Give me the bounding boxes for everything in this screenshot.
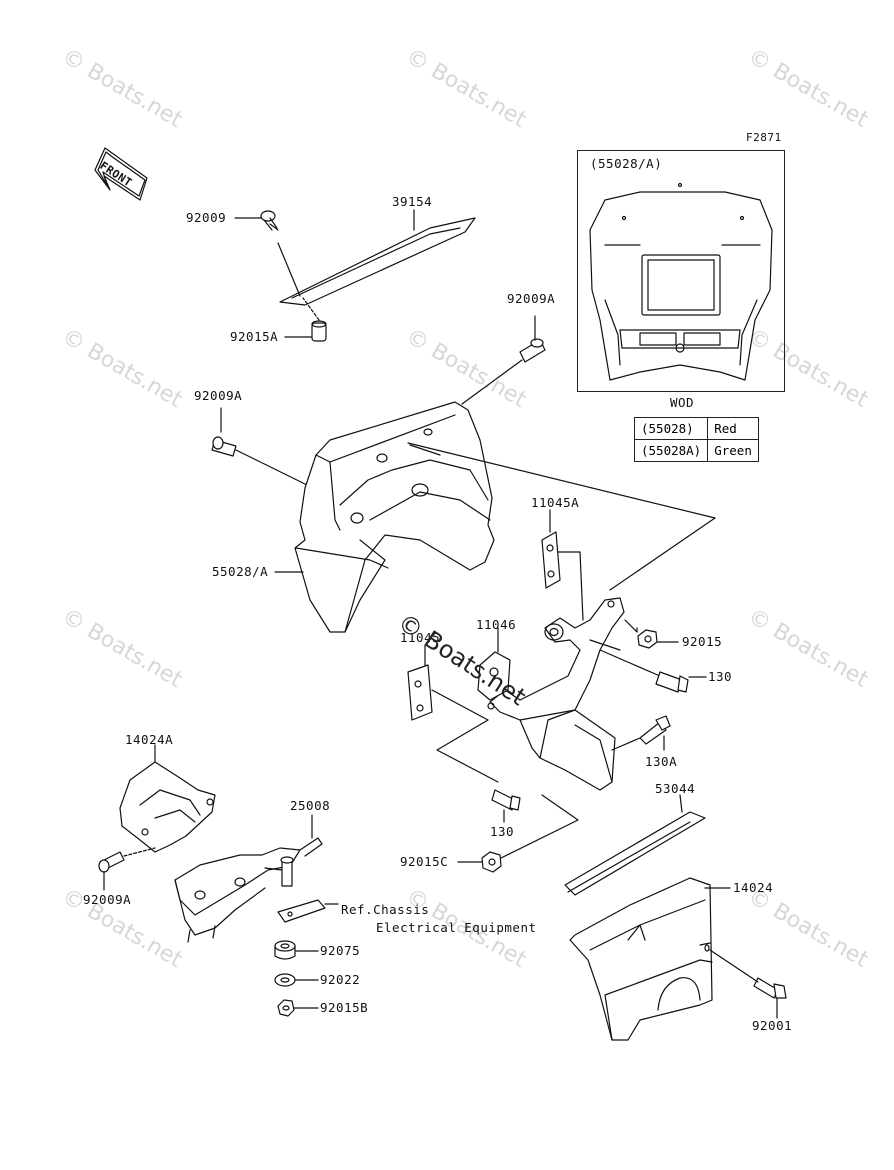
- label-14024A: 14024A: [125, 732, 174, 747]
- bolt-92001: [753, 977, 787, 999]
- label-92009A-left: 92009A: [194, 388, 243, 403]
- stay-frame: [487, 597, 625, 791]
- inset-caption: WOD: [670, 395, 695, 410]
- strip-53044: [564, 811, 706, 896]
- label-92009: 92009: [186, 210, 227, 225]
- ref-chassis-label: Ref.Chassis: [341, 902, 430, 917]
- label-92015C: 92015C: [400, 854, 449, 869]
- label-92075: 92075: [320, 943, 361, 958]
- label-14024: 14024: [733, 880, 774, 895]
- bracket-11045: [407, 664, 433, 721]
- bolt-130: [655, 671, 689, 693]
- label-92015A: 92015A: [230, 329, 279, 344]
- washer-92022: [274, 973, 296, 987]
- label-11046: 11046: [476, 617, 517, 632]
- inset-title: (55028/A): [590, 156, 663, 171]
- label-130-bottom: 130: [490, 824, 515, 839]
- label-39154: 39154: [392, 194, 433, 209]
- color-legend: (55028) Red (55028A) Green: [633, 417, 759, 462]
- legend-row: (55028A) Green: [633, 439, 759, 462]
- label-92015: 92015: [682, 634, 723, 649]
- label-25008: 25008: [290, 798, 331, 813]
- label-130A: 130A: [645, 754, 678, 769]
- label-11045A: 11045A: [531, 495, 580, 510]
- connector-strap: [277, 899, 326, 923]
- label-130-right: 130: [708, 669, 733, 684]
- legend-color: Green: [707, 439, 759, 462]
- nut-92015B: [277, 999, 295, 1017]
- nut-92015: [637, 629, 658, 649]
- label-92009A-bottom: 92009A: [83, 892, 132, 907]
- label-53044: 53044: [655, 781, 696, 796]
- legend-row: (55028) Red: [633, 417, 759, 440]
- inset-box: [577, 150, 785, 392]
- ref-electrical-label: Electrical Equipment: [376, 920, 537, 935]
- label-11045: 11045: [400, 630, 441, 645]
- switch-bracket-25008: [174, 837, 323, 943]
- label-92022: 92022: [320, 972, 361, 987]
- cover-14024: [569, 877, 713, 1041]
- grommet-92075: [274, 940, 296, 960]
- bolt-92009A-left: [211, 436, 237, 457]
- bolt-92009A: [519, 338, 546, 363]
- legend-part: (55028): [633, 417, 709, 440]
- front-arrow-icon: [94, 147, 148, 201]
- grommet-92015A: [311, 320, 327, 342]
- bracket-11046: [477, 651, 511, 701]
- label-92015B: 92015B: [320, 1000, 369, 1015]
- legend-part: (55028A): [633, 439, 709, 462]
- label-92001: 92001: [752, 1018, 793, 1033]
- trim-strip-39154: [277, 217, 476, 306]
- bolt-92009A-bottom: [98, 851, 125, 873]
- bolt-130A: [639, 715, 671, 745]
- bolt-130-bottom: [491, 789, 521, 811]
- label-55028A: 55028/A: [212, 564, 269, 579]
- screw-92009: [260, 210, 278, 231]
- label-92009A-top: 92009A: [507, 291, 556, 306]
- cover-14024A: [119, 761, 216, 853]
- nut-92015C: [481, 851, 502, 873]
- figure-code: F2871: [746, 131, 782, 144]
- legend-color: Red: [707, 417, 759, 440]
- inset-cowling: [589, 182, 773, 381]
- cowling-55028A: [294, 401, 495, 633]
- bracket-11045A: [541, 531, 561, 589]
